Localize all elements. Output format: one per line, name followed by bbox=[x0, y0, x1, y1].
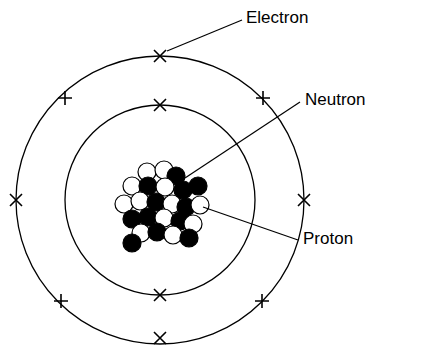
electron-mark bbox=[10, 194, 22, 206]
part-label: Neutron bbox=[305, 90, 365, 110]
electron-mark bbox=[255, 294, 269, 308]
proton-ball bbox=[180, 229, 198, 247]
electron-mark bbox=[256, 91, 270, 105]
neutron-ball bbox=[191, 196, 209, 214]
proton-ball bbox=[123, 234, 141, 252]
electron-mark bbox=[58, 91, 72, 105]
part-label: Electron bbox=[246, 8, 308, 28]
neutron-ball bbox=[164, 226, 182, 244]
outer-shell bbox=[16, 56, 304, 344]
electron-mark bbox=[154, 332, 166, 344]
neutron-ball bbox=[131, 192, 149, 210]
proton-ball bbox=[148, 223, 166, 241]
leader-line bbox=[167, 20, 242, 51]
electron-mark bbox=[154, 289, 166, 301]
electron-mark bbox=[154, 50, 166, 62]
electron-mark bbox=[154, 99, 166, 111]
leader-line bbox=[203, 207, 298, 240]
leader-line bbox=[185, 102, 300, 178]
electron-mark bbox=[298, 194, 310, 206]
proton-ball bbox=[189, 177, 207, 195]
part-label: Proton bbox=[303, 229, 353, 249]
inner-shell bbox=[65, 105, 255, 295]
electron-mark bbox=[54, 294, 68, 308]
